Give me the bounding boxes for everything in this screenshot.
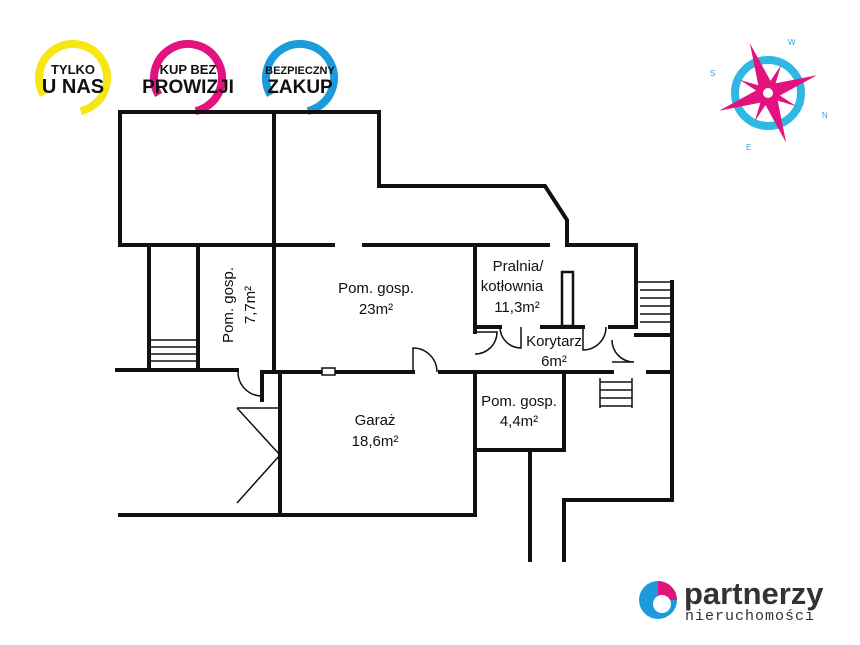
room-name-line1: Pralnia/ bbox=[493, 258, 545, 275]
room-area: 18,6m² bbox=[352, 433, 399, 450]
compass-s: S bbox=[710, 69, 715, 78]
badge-line2: ZAKUP bbox=[267, 77, 333, 98]
room-name: Garaż bbox=[355, 412, 396, 429]
badge-kup-bez-prowizji: KUP BEZ PROWIZJI bbox=[142, 40, 234, 116]
badge-tylko-u-nas: TYLKO U NAS bbox=[34, 40, 111, 116]
room-area: 6m² bbox=[541, 353, 567, 370]
room-area: 11,3m² bbox=[494, 299, 540, 316]
room-pralnia: Pralnia/ kotłownia 11,3m² bbox=[481, 258, 545, 316]
compass-icon: W N E S bbox=[710, 38, 828, 152]
badge-line2: U NAS bbox=[42, 76, 104, 98]
room-area: 4,4m² bbox=[500, 413, 538, 430]
compass-w: W bbox=[788, 38, 796, 47]
room-garaz: Garaż 18,6m² bbox=[352, 412, 399, 450]
room-name: Korytarz bbox=[526, 333, 582, 350]
room-name: Pom. gosp. bbox=[481, 393, 557, 410]
walls bbox=[115, 110, 674, 562]
room-name: Pom. gosp. bbox=[338, 280, 414, 297]
badge-line1: BEZPIECZNY bbox=[265, 65, 335, 77]
room-name: Pom. gosp. bbox=[220, 267, 237, 343]
room-korytarz: Korytarz 6m² bbox=[526, 333, 582, 370]
room-area: 7,7m² bbox=[242, 286, 259, 324]
brand-name: partnerzy bbox=[684, 576, 824, 611]
brand-sub: nieruchomości bbox=[685, 608, 815, 625]
compass-n: N bbox=[822, 111, 828, 120]
room-name-line2: kotłownia bbox=[481, 278, 544, 295]
partnerzy-logo: partnerzy nieruchomości bbox=[639, 576, 824, 625]
badge-line2: PROWIZJI bbox=[142, 77, 234, 98]
badge-bezpieczny-zakup: BEZPIECZNY ZAKUP bbox=[262, 40, 338, 116]
room-pom-gosp-4-4: Pom. gosp. 4,4m² bbox=[481, 393, 557, 430]
badge-line1: KUP BEZ bbox=[160, 62, 217, 77]
badge-line1: TYLKO bbox=[51, 62, 95, 77]
room-pom-gosp-23: Pom. gosp. 23m² bbox=[338, 280, 414, 318]
room-pom-gosp-7-7: Pom. gosp. 7,7m² bbox=[220, 267, 259, 343]
room-area: 23m² bbox=[359, 301, 393, 318]
compass-e: E bbox=[746, 143, 751, 152]
